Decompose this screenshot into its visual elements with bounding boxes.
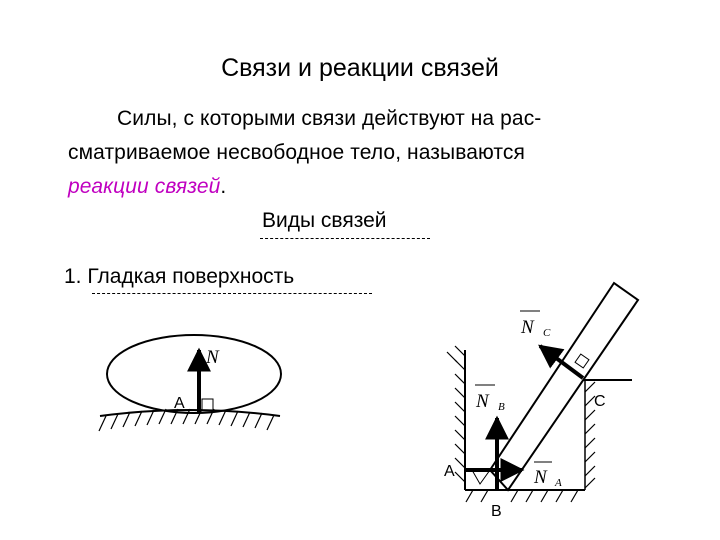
figure-right: N C N B N A A B C	[444, 281, 640, 520]
inclined-bar	[488, 281, 640, 492]
paragraph-line-2: сматриваемое несвободное тело, называютс…	[68, 141, 525, 164]
vector-nb-sub: B	[498, 401, 505, 413]
list-item-underline	[92, 293, 372, 294]
vector-na-sub: A	[554, 477, 562, 489]
paragraph-line-3: реакции связей.	[68, 175, 226, 199]
vector-nb-label: N	[475, 391, 490, 412]
surface-hatching	[98, 408, 275, 432]
paragraph-line-1: Силы, с которыми связи действуют на рас-	[117, 107, 542, 130]
floor-hatching	[465, 489, 579, 503]
point-b-label: B	[491, 503, 502, 520]
vector-nc-arrow	[538, 344, 585, 380]
slide-title: Связи и реакции связей	[221, 54, 499, 82]
subheading-underline	[260, 238, 430, 239]
list-item-smooth-surface: 1. Гладкая поверхность	[64, 265, 295, 288]
paragraph-tail: .	[220, 175, 227, 198]
left-wall-hatching	[446, 345, 466, 483]
figure-left: N A	[98, 334, 282, 432]
subheading: Виды связей	[262, 209, 387, 232]
highlight-term: реакции связей	[68, 175, 221, 198]
ledge-hatching	[584, 381, 596, 489]
vector-na-label: N	[533, 467, 548, 488]
point-a-label-right: A	[444, 463, 455, 480]
contact-c-angle-mark	[574, 353, 590, 369]
vector-nc-label: N	[520, 317, 535, 338]
contact-a-angle-mark	[471, 469, 491, 485]
force-n-label: N	[205, 347, 220, 368]
right-angle-mark	[201, 398, 214, 411]
body-ellipse	[106, 334, 282, 414]
vector-nc-sub: C	[543, 327, 551, 339]
point-c-label: C	[594, 393, 606, 410]
point-a-label: A	[174, 395, 185, 412]
